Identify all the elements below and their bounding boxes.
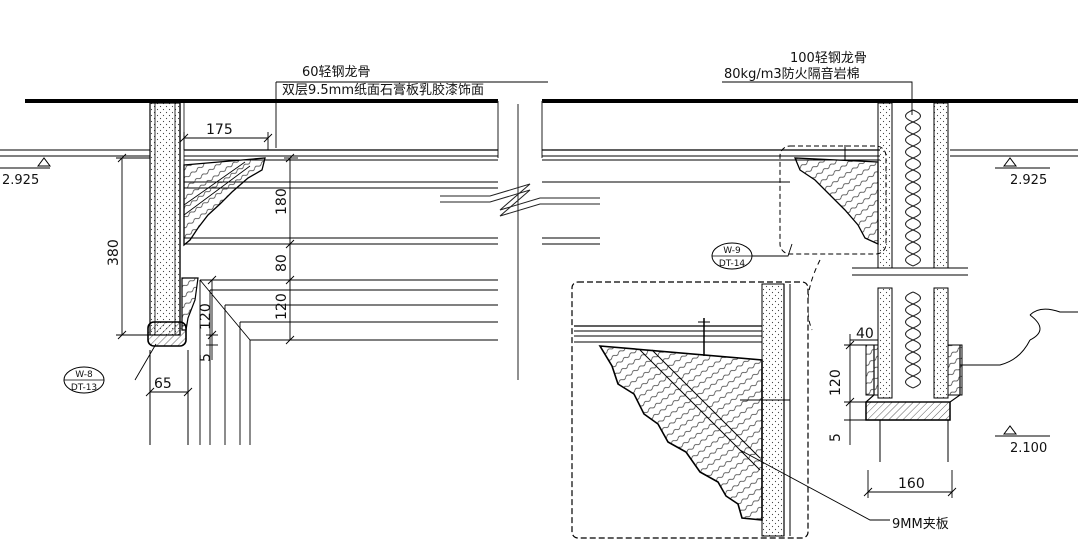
frame-steps bbox=[199, 279, 251, 445]
detail-tag-w9[interactable]: W-9 DT-14 bbox=[711, 242, 753, 270]
dim-80: 80 bbox=[274, 254, 290, 272]
right-insulation-label: 80kg/m3防火隔音岩棉 bbox=[724, 66, 860, 82]
left-stud-label: 60轻钢龙骨 bbox=[302, 65, 371, 80]
w9-callout-boundary bbox=[779, 145, 887, 255]
level-lower-right: 2.100 bbox=[1010, 441, 1047, 456]
dimension-labels: 175 380 180 80 120 120 5 65 40 120 5 160 bbox=[106, 122, 925, 492]
level-markers bbox=[0, 157, 1050, 437]
right-stud-label: 100轻钢龙骨 bbox=[790, 51, 867, 66]
enlarged-detail bbox=[571, 281, 809, 539]
break-lines bbox=[440, 101, 600, 380]
right-wall bbox=[877, 102, 949, 269]
section-leader-arc bbox=[807, 259, 821, 331]
level-left: 2.925 bbox=[2, 173, 39, 188]
left-trim bbox=[147, 277, 199, 347]
dim-40: 40 bbox=[856, 326, 874, 342]
dim-175: 175 bbox=[206, 122, 233, 138]
annotation-labels: 60轻钢龙骨 双层9.5mm纸面石膏板乳胶漆饰面 100轻钢龙骨 80kg/m3… bbox=[282, 51, 949, 532]
w9-tag-top: W-9 bbox=[723, 246, 741, 256]
dim-380: 380 bbox=[106, 239, 122, 266]
dim-120-right: 120 bbox=[828, 369, 844, 396]
level-labels: 2.925 2.925 2.100 bbox=[2, 173, 1047, 456]
plywood-label: 9MM夹板 bbox=[892, 517, 949, 532]
left-board-label: 双层9.5mm纸面石膏板乳胶漆饰面 bbox=[282, 82, 484, 98]
dim-160: 160 bbox=[898, 476, 925, 492]
detail-tag-w8[interactable]: W-8 DT-13 bbox=[63, 366, 105, 394]
dim-5-left: 5 bbox=[198, 353, 214, 362]
left-cornice bbox=[183, 157, 266, 247]
w8-tag-bottom: DT-13 bbox=[71, 383, 97, 393]
dim-120-mid: 120 bbox=[274, 293, 290, 320]
level-right: 2.925 bbox=[1010, 173, 1047, 188]
right-cornice bbox=[794, 145, 879, 246]
w8-tag-top: W-8 bbox=[75, 370, 93, 380]
ceiling-boards bbox=[0, 149, 1078, 341]
dim-65: 65 bbox=[154, 376, 172, 392]
dimension-lines bbox=[116, 132, 957, 498]
leader-lines bbox=[134, 81, 913, 521]
left-wall bbox=[149, 102, 189, 445]
lower-right-section bbox=[852, 267, 1078, 462]
dim-120-left: 120 bbox=[198, 303, 214, 330]
w9-tag-bottom: DT-14 bbox=[719, 259, 746, 269]
dim-5-right: 5 bbox=[828, 433, 844, 442]
dim-180: 180 bbox=[274, 188, 290, 215]
